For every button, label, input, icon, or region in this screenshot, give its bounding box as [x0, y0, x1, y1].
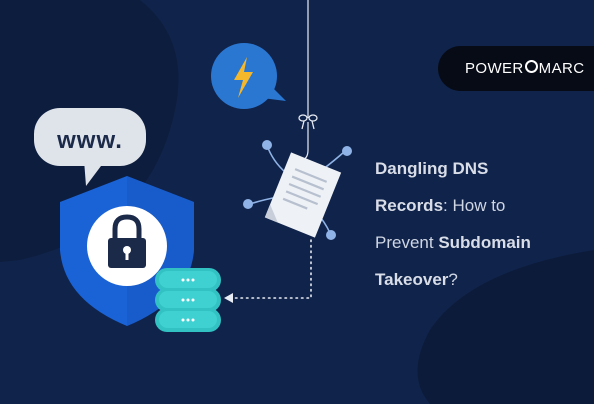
headline-word-2: Records — [375, 196, 444, 215]
bow-knot — [298, 114, 318, 130]
brand-name: POWER MARC — [465, 60, 584, 77]
headline-line-1: Dangling DNS — [375, 150, 585, 187]
headline-word-1: Dangling DNS — [375, 159, 489, 178]
hook-icon — [299, 122, 309, 161]
lightning-bubble — [211, 43, 286, 109]
headline-line-3: Prevent Subdomain — [375, 224, 585, 261]
brand-name-part1: POWER — [465, 60, 524, 77]
dotted-connector — [232, 239, 312, 299]
background-blob-bottom-right — [417, 250, 594, 404]
headline-word-4: Prevent — [375, 233, 434, 252]
lightning-bolt-icon — [234, 57, 253, 98]
headline-word-5: Subdomain — [438, 233, 531, 252]
headline-word-7: ? — [448, 270, 458, 289]
brand-name-part2: MARC — [538, 60, 585, 77]
headline-word-3: : How to — [443, 196, 506, 215]
headline-word-6: Takeover — [375, 270, 449, 289]
headline: Dangling DNS Records: How to Prevent Sub… — [375, 150, 585, 298]
database-icon — [155, 268, 221, 332]
speech-bubble-text: www. — [57, 127, 123, 154]
brand-o-icon — [524, 60, 538, 73]
padlock-icon — [87, 206, 167, 286]
headline-line-4: Takeover? — [375, 261, 585, 298]
speech-bubble — [34, 108, 146, 186]
connector-arrowhead — [224, 293, 233, 303]
brand-logo: POWER MARC — [438, 46, 594, 91]
tendril-dots — [243, 140, 352, 240]
document-icon — [264, 152, 342, 238]
headline-line-2: Records: How to — [375, 187, 585, 224]
